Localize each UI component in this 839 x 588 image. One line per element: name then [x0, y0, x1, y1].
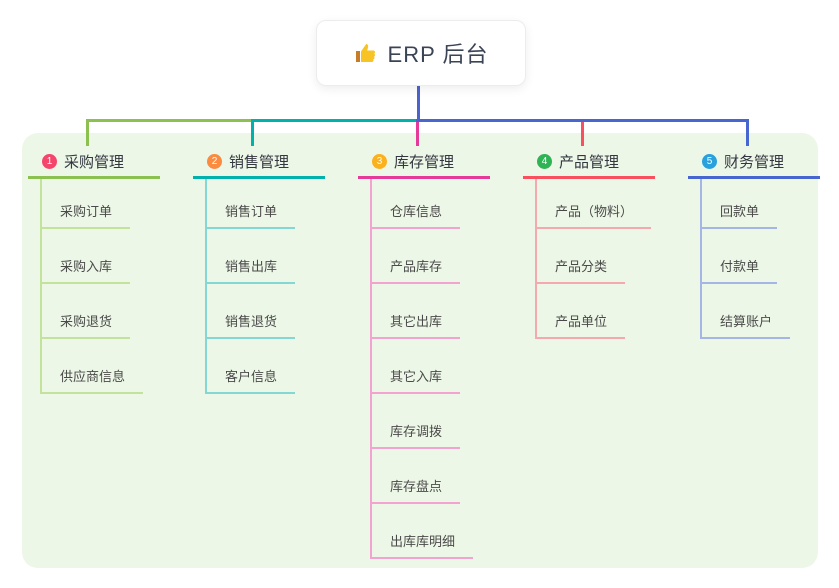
- edge-bus-branch-5: [416, 119, 749, 122]
- leaf-node[interactable]: 结算账户: [702, 284, 791, 339]
- leaf-label: 供应商信息: [60, 369, 126, 384]
- branch-number-badge: 1: [42, 153, 57, 169]
- leaf-node[interactable]: 产品库存: [372, 229, 461, 284]
- branch-number-badge: 4: [537, 153, 552, 169]
- leaf-node[interactable]: 客户信息: [207, 339, 296, 394]
- leaf-label: 其它出库: [390, 314, 443, 329]
- leaf-label: 产品分类: [555, 259, 608, 274]
- root-node[interactable]: ERP 后台: [316, 20, 526, 86]
- branch-children-2: 销售订单销售出库销售退货客户信息: [205, 179, 296, 394]
- leaf-node[interactable]: 库存调拨: [372, 394, 461, 449]
- leaf-label: 产品单位: [555, 314, 608, 329]
- leaf-node[interactable]: 销售出库: [207, 229, 296, 284]
- branch-children-5: 回款单付款单结算账户: [700, 179, 791, 339]
- leaf-label: 采购退货: [60, 314, 113, 329]
- leaf-label: 销售退货: [225, 314, 278, 329]
- leaf-label: 结算账户: [720, 314, 773, 329]
- leaf-label: 客户信息: [225, 369, 278, 384]
- edge-drop-branch-5: [746, 119, 749, 146]
- branch-children-4: 产品（物料） 产品分类产品单位: [535, 179, 652, 339]
- leaf-node[interactable]: 供应商信息: [42, 339, 144, 394]
- root-connector: [417, 84, 420, 122]
- edge-drop-branch-1: [86, 119, 89, 146]
- edge-drop-branch-4: [581, 122, 584, 146]
- thumbs-up-icon: [355, 44, 375, 62]
- leaf-node[interactable]: 其它入库: [372, 339, 461, 394]
- leaf-node[interactable]: 销售订单: [207, 179, 296, 229]
- leaf-label: 采购入库: [60, 259, 113, 274]
- leaf-label: 销售订单: [225, 204, 278, 219]
- branch-header-4[interactable]: 4 产品管理: [523, 146, 655, 179]
- leaf-node[interactable]: 回款单: [702, 179, 778, 229]
- branch-children-3: 仓库信息产品库存其它出库其它入库库存调拨库存盘点出库库明细: [370, 179, 474, 559]
- leaf-node[interactable]: 产品单位: [537, 284, 626, 339]
- leaf-node[interactable]: 出库库明细: [372, 504, 474, 559]
- branch-number-badge: 2: [207, 153, 222, 169]
- leaf-label: 销售出库: [225, 259, 278, 274]
- branch-label: 库存管理: [394, 153, 455, 171]
- leaf-label: 回款单: [720, 204, 760, 219]
- leaf-node[interactable]: 库存盘点: [372, 449, 461, 504]
- leaf-node[interactable]: 付款单: [702, 229, 778, 284]
- branch-number-badge: 3: [372, 153, 387, 169]
- leaf-label: 采购订单: [60, 204, 113, 219]
- branch-label: 销售管理: [229, 153, 290, 171]
- leaf-label: 仓库信息: [390, 204, 443, 219]
- branches-panel: [22, 133, 818, 568]
- edge-drop-branch-3: [416, 122, 419, 146]
- leaf-node[interactable]: 采购退货: [42, 284, 131, 339]
- root-label: ERP 后台: [387, 42, 489, 67]
- leaf-node[interactable]: 采购订单: [42, 179, 131, 229]
- leaf-node[interactable]: 销售退货: [207, 284, 296, 339]
- leaf-node[interactable]: 仓库信息: [372, 179, 461, 229]
- leaf-node[interactable]: 采购入库: [42, 229, 131, 284]
- branch-header-3[interactable]: 3 库存管理: [358, 146, 490, 179]
- leaf-node[interactable]: 产品分类: [537, 229, 626, 284]
- branch-label: 财务管理: [724, 153, 785, 171]
- leaf-label: 库存调拨: [390, 424, 443, 439]
- edge-bus-branch-2: [251, 119, 419, 122]
- leaf-label: 付款单: [720, 259, 760, 274]
- leaf-node[interactable]: 其它出库: [372, 284, 461, 339]
- branch-label: 产品管理: [559, 153, 620, 171]
- branch-header-1[interactable]: 1 采购管理: [28, 146, 160, 179]
- leaf-label: 出库库明细: [390, 534, 456, 549]
- branch-header-5[interactable]: 5 财务管理: [688, 146, 820, 179]
- branch-label: 采购管理: [64, 153, 125, 171]
- leaf-label: 产品库存: [390, 259, 443, 274]
- branch-number-badge: 5: [702, 153, 717, 169]
- branch-children-1: 采购订单采购入库采购退货供应商信息: [40, 179, 144, 394]
- edge-drop-branch-2: [251, 119, 254, 146]
- leaf-node[interactable]: 产品（物料）: [537, 179, 652, 229]
- branch-header-2[interactable]: 2 销售管理: [193, 146, 325, 179]
- leaf-label: 库存盘点: [390, 479, 443, 494]
- leaf-label: 产品（物料）: [555, 204, 634, 219]
- leaf-label: 其它入库: [390, 369, 443, 384]
